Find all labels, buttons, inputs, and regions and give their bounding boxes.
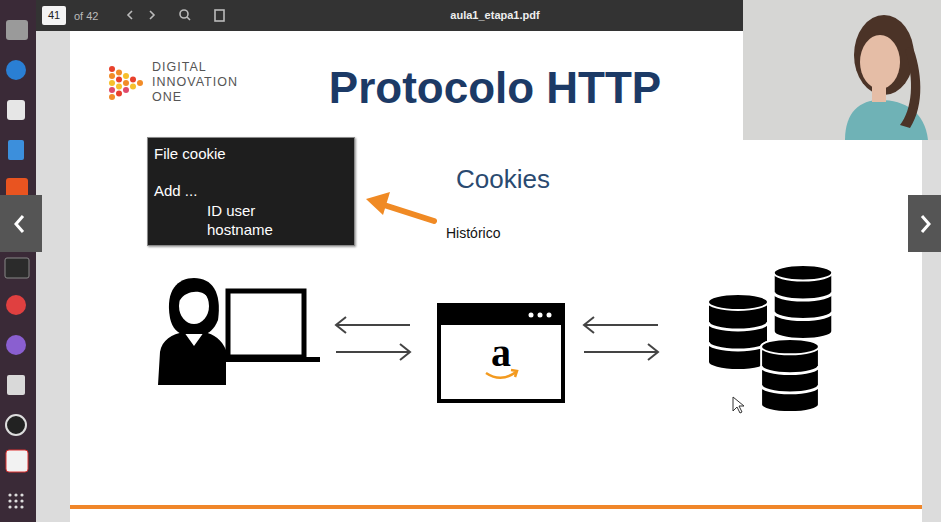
database-icon	[708, 265, 832, 412]
prev-chevron	[16, 216, 23, 232]
mouse-cursor	[733, 397, 744, 413]
orange-rule	[70, 505, 922, 509]
box-text: File cookie	[154, 144, 344, 163]
toolbar-icons	[128, 10, 224, 21]
prev-button	[0, 195, 42, 252]
dock-icons	[5, 20, 29, 509]
dock	[0, 0, 36, 522]
viewer-toolbar	[36, 0, 743, 31]
logo-mark	[109, 66, 143, 100]
slide-title: Protocolo HTTP	[320, 62, 670, 114]
file-name: aula1_etapa1.pdf	[395, 9, 595, 21]
cookie-file-box: File cookieAdd ...ID userhostname	[147, 137, 355, 246]
callout-label: Histórico	[446, 225, 500, 241]
page-count: of 42	[74, 10, 98, 22]
user-icon	[158, 278, 320, 385]
browser-window	[439, 305, 563, 401]
page-number: 41	[44, 9, 64, 21]
logo-text: DIGITAL INNOVATION ONE	[152, 60, 260, 105]
page-input	[42, 6, 66, 25]
section-heading: Cookies	[456, 163, 550, 195]
box-text: ID user	[207, 201, 344, 220]
box-text: hostname	[207, 220, 344, 239]
brand-letter: a	[481, 333, 521, 373]
box-text: Add ...	[154, 181, 344, 200]
callout-arrow	[366, 192, 434, 221]
next-chevron	[922, 216, 929, 232]
next-button	[908, 195, 941, 252]
webcam-feed	[743, 0, 941, 140]
